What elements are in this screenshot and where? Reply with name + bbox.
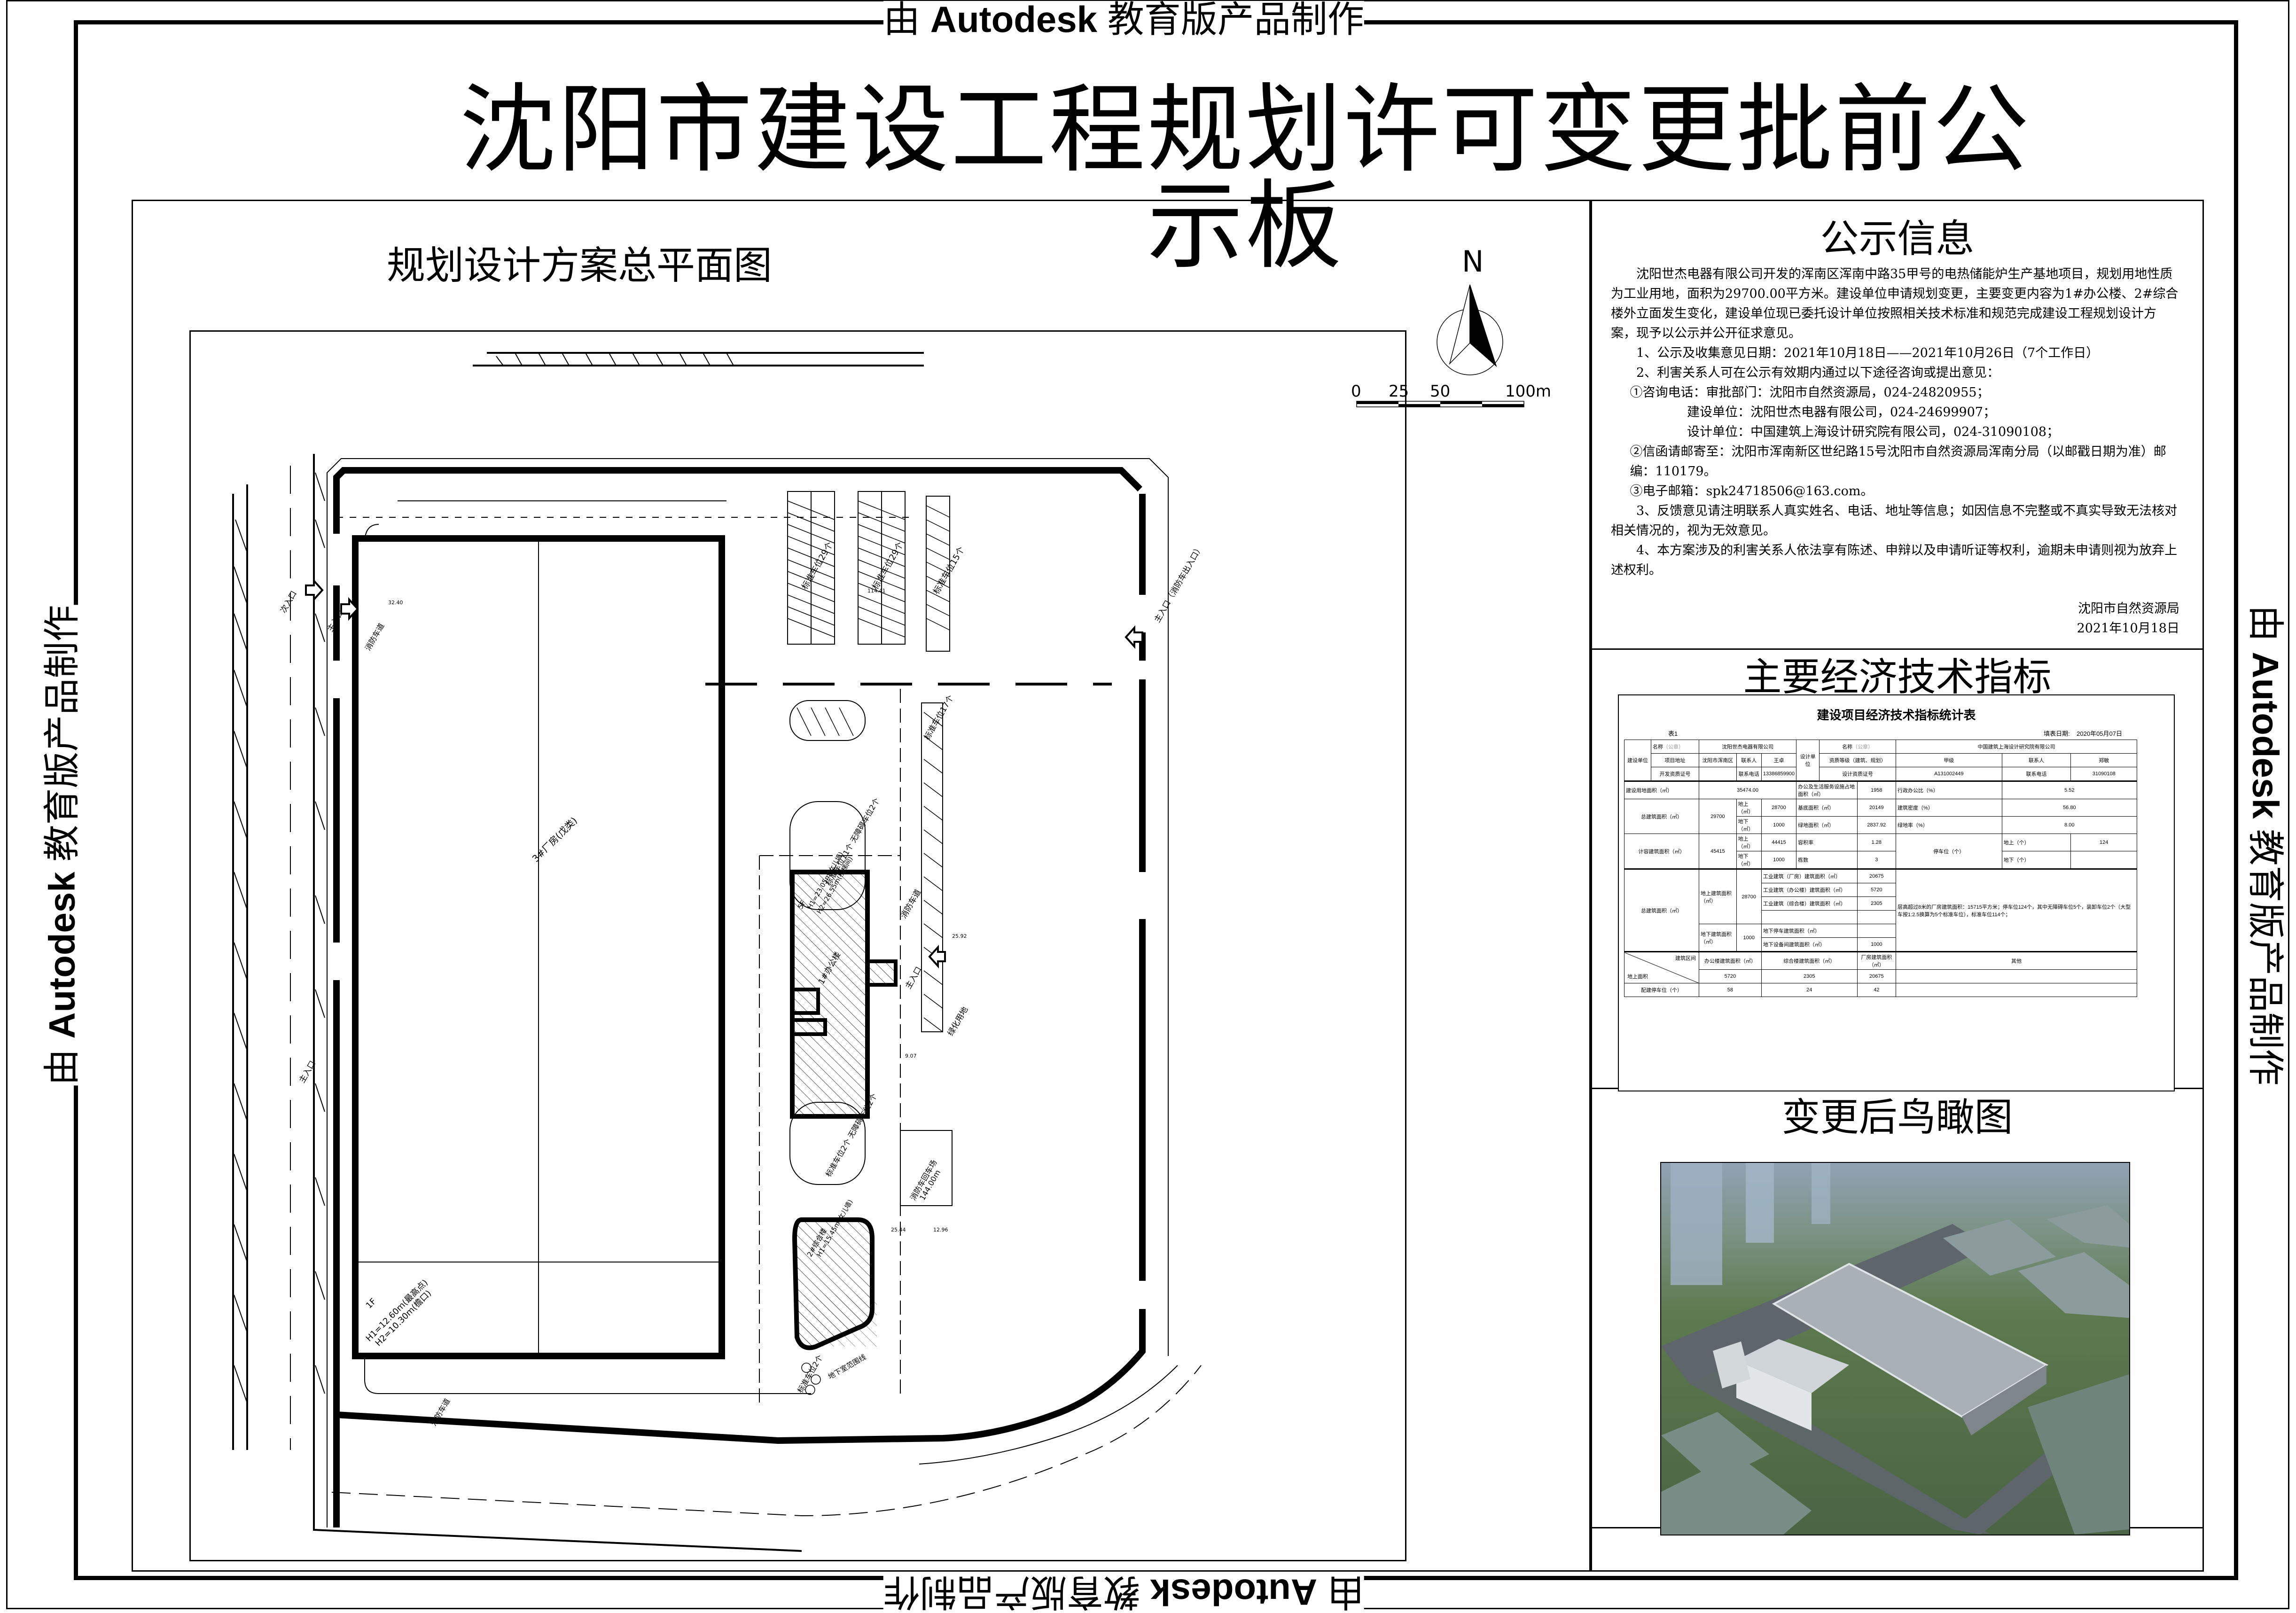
info-panel: 公示信息 沈阳世杰电器有限公司开发的浑南区浑南中路35甲号的电热储能炉生产基地项… — [1591, 200, 2204, 1572]
site-plan-title: 规划设计方案总平面图 — [386, 243, 772, 288]
svg-text:32.40: 32.40 — [388, 600, 403, 606]
aerial-title: 变更后鸟瞰图 — [1781, 1095, 2013, 1140]
svg-text:12.96: 12.96 — [933, 1227, 948, 1233]
notice-phone-designer: 设计单位：中国建筑上海设计研究院有限公司，024-31090108； — [1687, 425, 2060, 439]
north-arrow-icon: N — [1437, 244, 1503, 375]
watermark-top: 由 Autodesk 教育版产品制作 — [883, 0, 1364, 40]
notice-phone-authority: ①咨询电话：审批部门：沈阳市自然资源局，024-24820955； — [1630, 385, 1990, 400]
notice-date: 2021年10月18日 — [2077, 621, 2179, 636]
notice-item-4: 4、本方案涉及的利害关系人依法享有陈述、申辩以及申请听证等权利，逾期未申请则视为… — [1611, 543, 2178, 577]
notice-body: 沈阳世杰电器有限公司开发的浑南区浑南中路35甲号的电热储能炉生产基地项目，规划用… — [1611, 265, 2179, 639]
site-plan-panel: 规划设计方案总平面图 N 0 25 50 100m — [132, 200, 1591, 1572]
svg-text:25.92: 25.92 — [952, 933, 967, 939]
svg-text:N: N — [1462, 244, 1484, 279]
table-title: 建设项目经济技术指标统计表 — [1817, 708, 1976, 722]
svg-text:9.07: 9.07 — [905, 1053, 917, 1059]
building-2-complex: 2#综合楼 H1=15.45m(女儿墙) — [792, 1198, 877, 1350]
building-1-office: 1#办公楼 5F H1=23.05m(女儿墙) H2=26.55m(楼梯间) — [790, 850, 898, 1119]
notice-title: 公示信息 — [1820, 217, 1975, 261]
svg-text:消防车道: 消防车道 — [899, 888, 923, 920]
aerial-section: 变更后鸟瞰图 — [1592, 1089, 2202, 1535]
parking-area-north — [705, 491, 1112, 686]
svg-text:50: 50 — [1430, 382, 1450, 401]
fill-date-label: 填表日期: — [2044, 730, 2070, 737]
svg-text:114.41: 114.41 — [867, 588, 886, 594]
notice-item-1: 1、公示及收集意见日期：2021年10月18日——2021年10月26日（7个工… — [1636, 346, 2099, 360]
indicators-table-sheet: 建设项目经济技术指标统计表 表1 填表日期: 2020年05月07日 建设单位 … — [1618, 694, 2175, 1091]
fill-date: 2020年05月07日 — [2077, 730, 2122, 737]
aerial-illustration — [1661, 1163, 2129, 1535]
svg-text:次入口: 次入口 — [279, 589, 299, 615]
svg-text:标准车位2个: 标准车位2个 — [796, 1353, 825, 1395]
site-plan-svg: 3#厂房(戊类) 1F H1=12.60m(最高点) H2=10.30m(檐口) — [232, 352, 1205, 1552]
board-title: 沈阳市建设工程规划许可变更批前公示板 — [460, 74, 2031, 282]
notice-mail-address: ②信函请邮寄至：沈阳市浑南新区世纪路15号沈阳市自然资源局浑南分局（以邮戳日期为… — [1630, 444, 2166, 479]
site-plan-drawing: 3#厂房(戊类) 1F H1=12.60m(最高点) H2=10.30m(檐口) — [189, 330, 1406, 1561]
watermark-bottom: 由 Autodesk 教育版产品制作 — [883, 1572, 1364, 1613]
indicators-title: 主要经济技术指标 — [1743, 655, 2052, 700]
aerial-rendering-image — [1660, 1162, 2130, 1535]
indicators-section: 主要经济技术指标 建设项目经济技术指标统计表 表1 填表日期: 2020年05月… — [1592, 650, 2202, 1091]
svg-text:标准车位17个: 标准车位17个 — [922, 694, 956, 741]
svg-text:25.44: 25.44 — [891, 1227, 906, 1233]
notice-item-3: 3、反馈意见请注明联系人真实姓名、电话、地址等信息；如因信息不完整或不真实导致无… — [1611, 504, 2178, 538]
notice-signer: 沈阳市自然资源局 — [2078, 601, 2179, 616]
watermark-right: 由 Autodesk 教育版产品制作 — [2245, 605, 2287, 1086]
watermark-left: 由 Autodesk 教育版产品制作 — [41, 605, 83, 1086]
table-number: 表1 — [1668, 730, 1678, 737]
notice-email[interactable]: ③电子邮箱：spk24718506@163.com。 — [1630, 484, 1874, 499]
svg-text:地下室范围线: 地下室范围线 — [827, 1353, 867, 1381]
svg-text:0: 0 — [1351, 382, 1361, 401]
svg-text:绿化用地: 绿化用地 — [946, 1005, 970, 1038]
svg-text:100m: 100m — [1505, 382, 1551, 401]
svg-text:主入口: 主入口 — [904, 965, 924, 990]
notice-phone-builder: 建设单位：沈阳世杰电器有限公司，024-24699907； — [1687, 405, 1996, 420]
notice-section: 公示信息 沈阳世杰电器有限公司开发的浑南区浑南中路35甲号的电热储能炉生产基地项… — [1592, 201, 2202, 650]
svg-text:主入口（消防车出入口）: 主入口（消防车出入口） — [1153, 544, 1205, 624]
notice-item-2: 2、利害关系人可在公示有效期内通过以下途径咨询或提出意见： — [1636, 366, 2000, 380]
indicators-table: 建设单位 名称（公章） 沈阳世杰电器有限公司 设计单位 名称（公章） 中国建筑上… — [1624, 740, 2138, 997]
notice-paragraph: 沈阳世杰电器有限公司开发的浑南区浑南中路35甲号的电热储能炉生产基地项目，规划用… — [1611, 267, 2179, 341]
